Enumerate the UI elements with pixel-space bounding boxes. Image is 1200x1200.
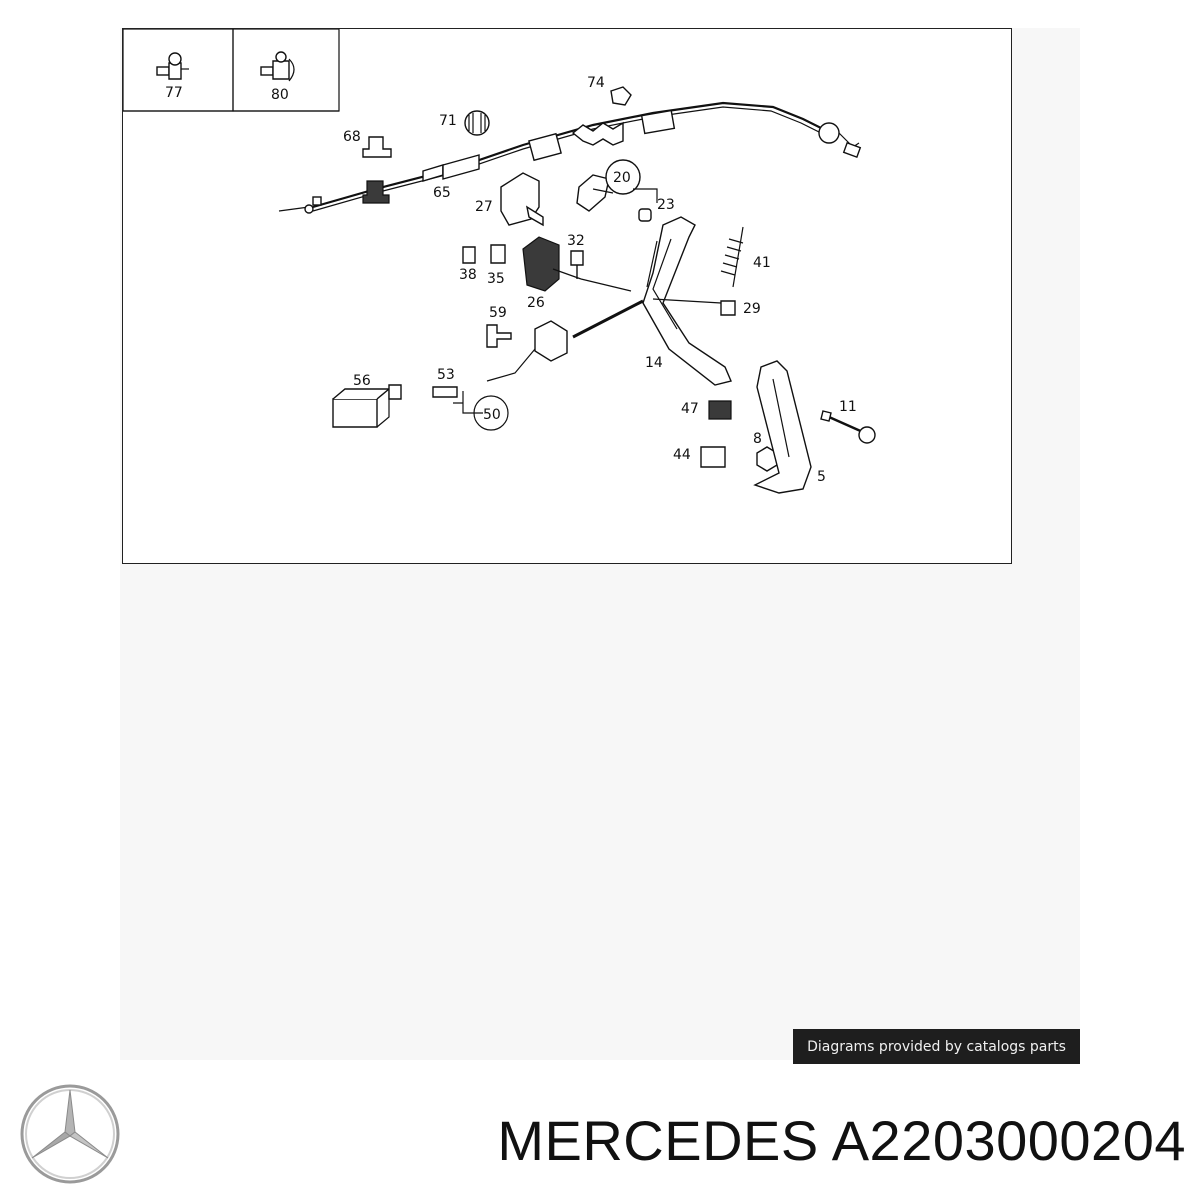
part-32-icon [570, 250, 584, 279]
part-14-pedal-lever [642, 216, 732, 386]
callout-20: 20 [613, 170, 631, 186]
callout-5: 5 [817, 469, 826, 485]
callout-56: 56 [353, 373, 371, 389]
accelerator-cable [312, 101, 862, 212]
part-41-spring [720, 226, 744, 288]
part-29-icon [720, 300, 736, 316]
callout-53: 53 [437, 367, 455, 383]
callout-50: 50 [483, 407, 501, 423]
callout-8: 8 [753, 431, 762, 447]
part-5-pedal-pad [753, 360, 812, 494]
part-44-switch [700, 446, 726, 468]
callout-circle-50 [473, 395, 509, 431]
callout-74: 74 [587, 75, 605, 91]
cable-bracket-icon [362, 180, 390, 204]
part-68-icon [362, 136, 392, 158]
part-74-icon [610, 86, 632, 106]
callout-47: 47 [681, 401, 699, 417]
part-26-icon [522, 236, 560, 292]
part-65-icon [442, 154, 480, 180]
part-50-connector [534, 320, 568, 362]
part-35-icon [490, 244, 506, 264]
part-number-title: MERCEDES A2203000204 [497, 1109, 1186, 1172]
part-56-relay [332, 384, 402, 428]
callout-68: 68 [343, 129, 361, 145]
callout-65: 65 [433, 185, 451, 201]
part-53-pin [432, 386, 458, 398]
callout-29: 29 [743, 301, 761, 317]
part-80-icon [260, 51, 295, 82]
callout-38: 38 [459, 267, 477, 283]
callout-44: 44 [673, 447, 691, 463]
mercedes-star-icon [20, 1084, 120, 1184]
part-20-icon [576, 159, 641, 212]
parts-diagram-drawing: 77 80 74 71 68 65 20 23 27 32 38 35 26 4… [123, 29, 876, 494]
callout-23: 23 [657, 197, 675, 213]
callout-35: 35 [487, 271, 505, 287]
callout-77: 77 [165, 85, 183, 101]
callout-80: 80 [271, 87, 289, 103]
callout-32: 32 [567, 233, 585, 249]
diagram-credit-badge: Diagrams provided by catalogs parts [793, 1029, 1080, 1064]
part-23-icon [638, 208, 652, 222]
parts-diagram: 77 80 74 71 68 65 20 23 27 32 38 35 26 4… [122, 28, 1012, 564]
callout-11: 11 [839, 399, 857, 415]
part-47-switch [708, 400, 732, 420]
part-71-icon [464, 110, 490, 136]
callout-27: 27 [475, 199, 493, 215]
callout-71: 71 [439, 113, 457, 129]
part-38-icon [462, 246, 476, 264]
callout-26: 26 [527, 295, 545, 311]
part-11-bolt [820, 410, 876, 444]
part-59-icon [486, 324, 512, 348]
callout-14: 14 [645, 355, 663, 371]
callout-41: 41 [753, 255, 771, 271]
part-77-icon [156, 52, 189, 80]
callout-59: 59 [489, 305, 507, 321]
